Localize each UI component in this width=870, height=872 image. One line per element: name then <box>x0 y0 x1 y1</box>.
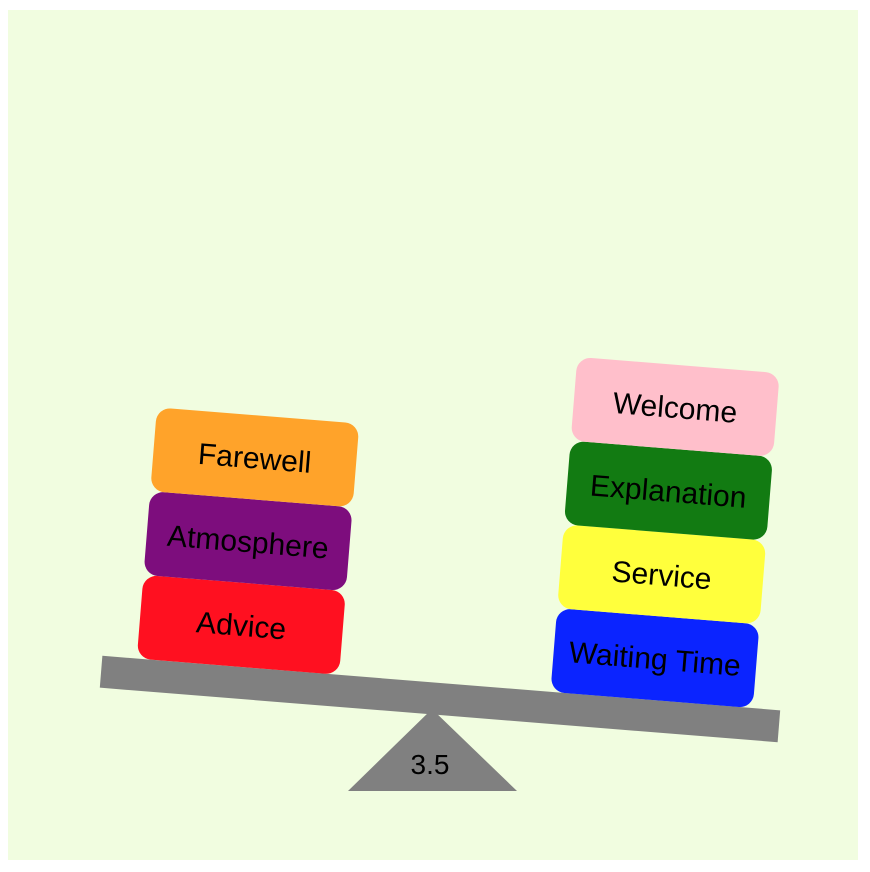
block-explanation: Explanation <box>564 441 772 540</box>
block-welcome-box <box>571 357 779 456</box>
block-advice-label: Advice <box>195 606 287 646</box>
block-welcome: Welcome <box>571 357 779 456</box>
block-waiting-time-box <box>551 609 759 708</box>
block-advice: Advice <box>137 575 345 674</box>
block-farewell: Farewell <box>151 408 359 507</box>
block-atmosphere-box <box>144 492 352 591</box>
block-service-box <box>558 525 766 624</box>
block-advice-box <box>137 575 345 674</box>
block-service: Service <box>558 525 766 624</box>
seesaw-beam <box>99 655 781 743</box>
block-explanation-box <box>564 441 772 540</box>
block-service-label: Service <box>610 555 712 596</box>
block-waiting-time: Waiting Time <box>551 609 759 708</box>
block-atmosphere: Atmosphere <box>144 492 352 591</box>
block-farewell-box <box>151 408 359 507</box>
fulcrum-label: 3.5 <box>411 749 450 780</box>
fulcrum <box>348 709 517 791</box>
